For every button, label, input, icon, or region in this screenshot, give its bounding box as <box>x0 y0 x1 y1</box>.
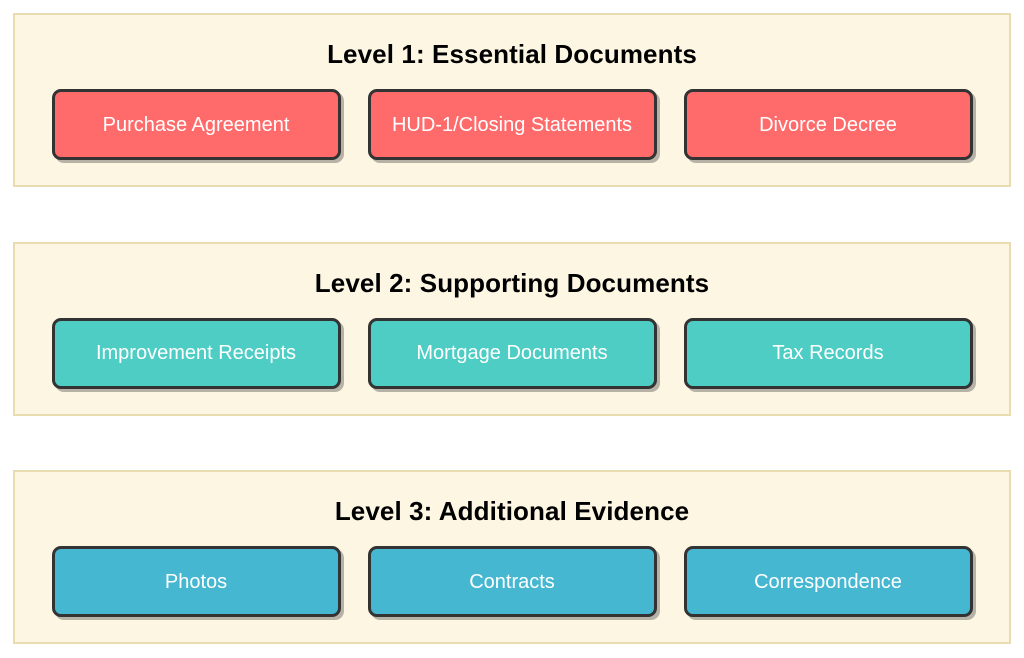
document-box-label: Photos <box>164 570 228 593</box>
document-box-label: Improvement Receipts <box>95 342 297 364</box>
document-box-mortgage-documents[interactable]: Mortgage Documents <box>367 317 657 389</box>
document-box-label: HUD-1/Closing Statements <box>391 113 633 136</box>
document-box-tax-records[interactable]: Tax Records <box>683 317 973 389</box>
level-group-1: Level 1: Essential Documents Purchase Ag… <box>13 13 1011 187</box>
document-box-divorce-decree[interactable]: Divorce Decree <box>683 89 973 160</box>
level-1-title: Level 1: Essential Documents <box>327 39 697 69</box>
document-box-label: Contracts <box>469 570 555 593</box>
document-box-label: Divorce Decree <box>759 113 897 136</box>
level-1-items-row: Purchase Agreement HUD-1/Closing Stateme… <box>51 89 973 160</box>
document-box-label: Correspondence <box>754 570 902 593</box>
level-group-2: Level 2: Supporting Documents Improvemen… <box>13 241 1011 416</box>
level-2-items-row: Improvement Receipts Mortgage Documents … <box>51 317 973 389</box>
document-box-label: Mortgage Documents <box>416 342 608 364</box>
document-box-improvement-receipts[interactable]: Improvement Receipts <box>51 317 341 389</box>
document-box-hud1-closing-statements[interactable]: HUD-1/Closing Statements <box>367 89 657 160</box>
level-3-items-row: Photos Contracts Correspondence <box>51 546 973 617</box>
document-box-contracts[interactable]: Contracts <box>367 546 657 617</box>
level-3-title: Level 3: Additional Evidence <box>334 496 690 526</box>
document-box-photos[interactable]: Photos <box>51 546 341 617</box>
document-box-label: Purchase Agreement <box>102 113 290 136</box>
document-box-purchase-agreement[interactable]: Purchase Agreement <box>51 89 341 160</box>
document-box-label: Tax Records <box>772 342 884 364</box>
document-box-correspondence[interactable]: Correspondence <box>683 546 973 617</box>
level-group-3: Level 3: Additional Evidence Photos Cont… <box>13 470 1011 644</box>
level-2-title: Level 2: Supporting Documents <box>314 267 710 298</box>
